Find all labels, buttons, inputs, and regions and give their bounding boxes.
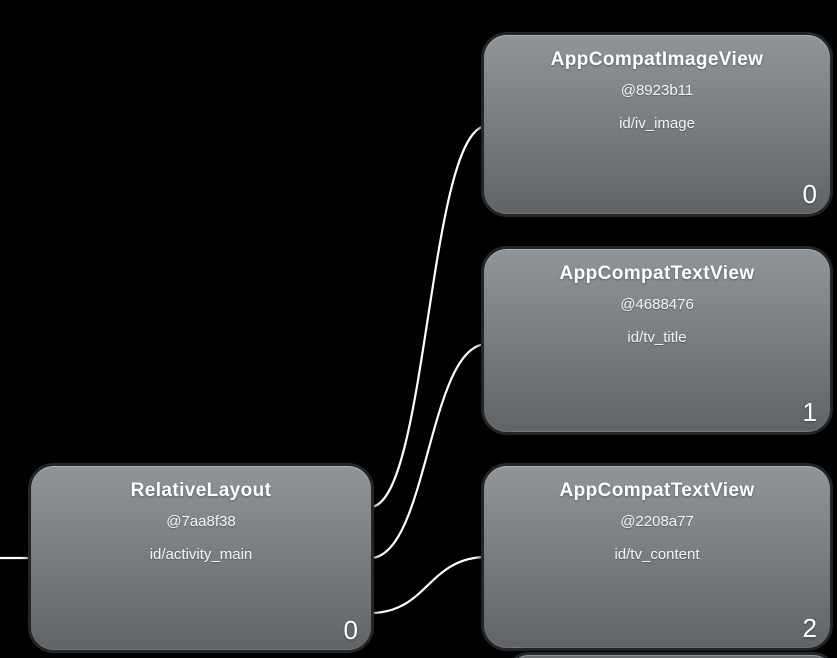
node-address: @2208a77: [620, 513, 694, 530]
tree-node-relativelayout[interactable]: RelativeLayout @7aa8f38 id/activity_main…: [28, 463, 374, 653]
edge-root-to-child1: [368, 342, 489, 560]
tree-node-appcompattextview-title[interactable]: AppCompatTextView @4688476 id/tv_title 1: [481, 246, 833, 435]
node-address: @4688476: [620, 296, 694, 313]
node-view-id: id/activity_main: [149, 546, 253, 563]
tree-node-appcompatimageview[interactable]: AppCompatImageView @8923b11 id/iv_image …: [481, 32, 833, 217]
tree-node-appcompattextview-content[interactable]: AppCompatTextView @2208a77 id/tv_content…: [481, 463, 833, 651]
node-view-id: id/tv_title: [627, 329, 687, 346]
node-child-index: 2: [802, 613, 817, 643]
node-class-name: AppCompatImageView: [550, 49, 764, 70]
tree-node-partial[interactable]: [508, 652, 834, 658]
node-class-name: AppCompatTextView: [559, 263, 755, 284]
node-child-index: 0: [343, 615, 358, 645]
node-child-index: 1: [802, 397, 817, 427]
node-address: @8923b11: [620, 82, 694, 99]
node-class-name: RelativeLayout: [130, 480, 272, 501]
node-child-index: 0: [802, 179, 817, 209]
node-class-name: AppCompatTextView: [559, 480, 755, 501]
node-address: @7aa8f38: [166, 513, 236, 530]
node-view-id: id/iv_image: [619, 115, 695, 132]
edge-root-to-child2: [368, 555, 489, 615]
node-view-id: id/tv_content: [614, 546, 700, 563]
edge-root-to-child0: [368, 124, 489, 509]
